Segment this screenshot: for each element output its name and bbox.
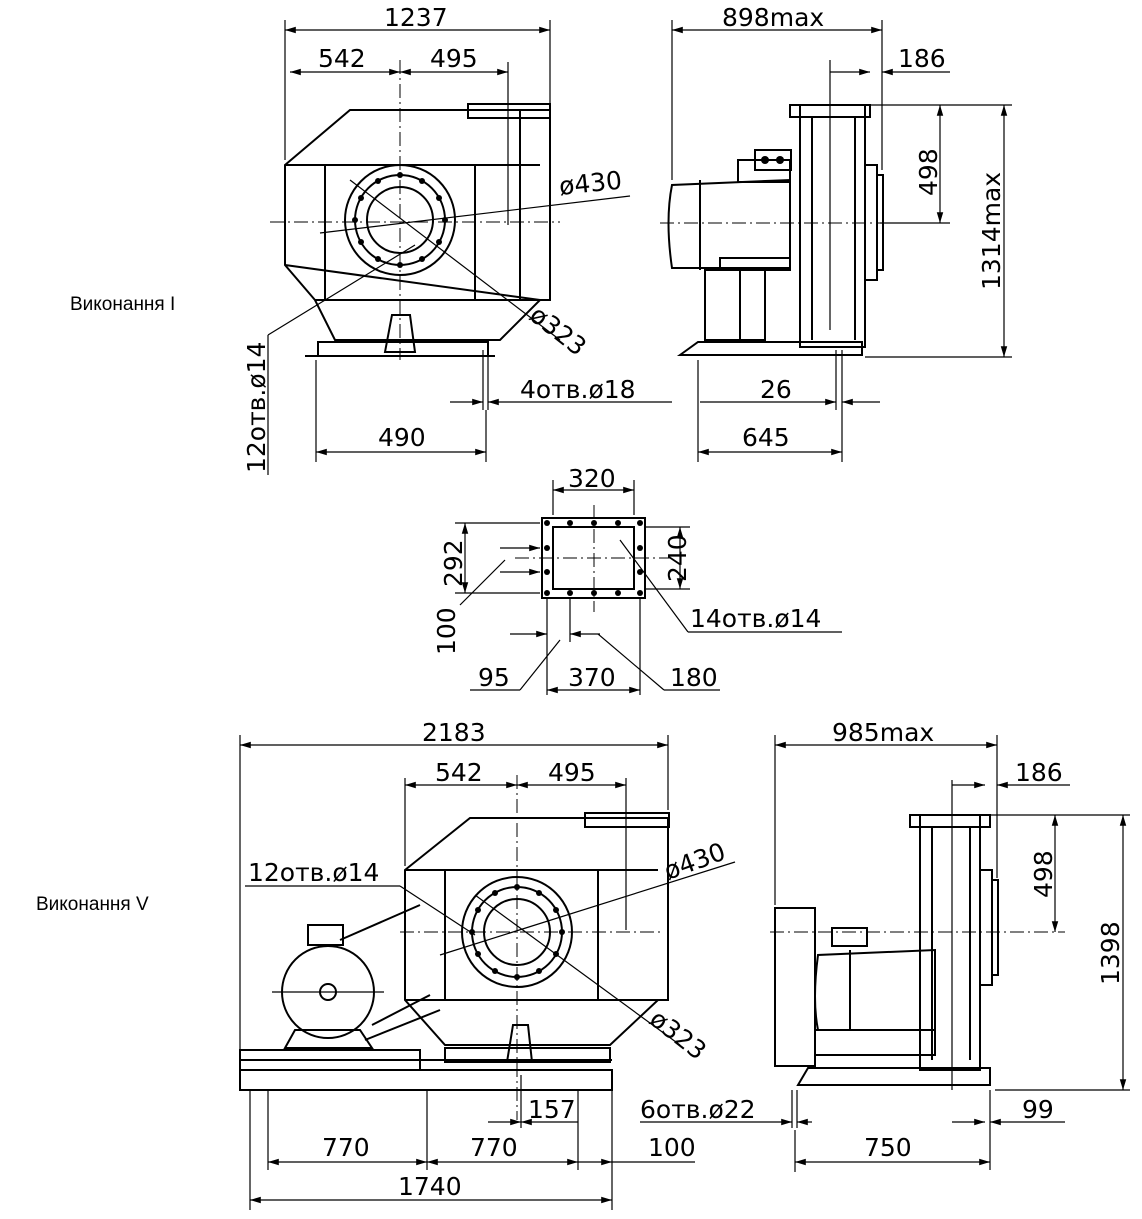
- fan-casing-outline: [284, 109, 551, 341]
- terminal-box: [754, 149, 792, 171]
- dim-95: 95: [478, 663, 510, 692]
- flange-bolt-holes-14: [544, 520, 643, 596]
- side-base-plate: [676, 341, 863, 356]
- dim-100-v: 100: [648, 1133, 696, 1162]
- dim-dia-323: ø323: [524, 300, 592, 362]
- dim-1740: 1740: [398, 1172, 462, 1201]
- dim-186: 186: [898, 44, 946, 73]
- dim-542-v: 542: [435, 758, 483, 787]
- dim-495-v: 495: [548, 758, 596, 787]
- support-leg: [383, 314, 417, 353]
- dim-985max: 985max: [832, 718, 934, 747]
- dim-12-holes-v: 12отв.ø14: [248, 858, 379, 887]
- side-view-variant-5: [770, 780, 1065, 1128]
- dim-157: 157: [528, 1095, 576, 1124]
- dim-495: 495: [430, 44, 478, 73]
- dim-180: 180: [670, 663, 718, 692]
- caption-variant-5: Виконання V: [36, 894, 149, 915]
- dimensions-front-view-1: 1237 542 495 ø430 ø323 12отв.ø14 4отв.ø1…: [242, 3, 672, 473]
- dim-6-holes: 6отв.ø22: [640, 1095, 756, 1124]
- dim-dia-323-v: ø323: [644, 1004, 712, 1066]
- dim-292: 292: [439, 539, 468, 587]
- dim-186-v: 186: [1015, 758, 1063, 787]
- side-base-v: [796, 1067, 991, 1086]
- dim-750: 750: [864, 1133, 912, 1162]
- dim-1398: 1398: [1096, 921, 1125, 985]
- outlet-flange-view: 320 292 240 100 14отв.ø14 95 370 180: [432, 464, 842, 695]
- motor-body-v: [814, 948, 936, 1031]
- dim-14-holes: 14отв.ø14: [690, 604, 821, 633]
- dim-26: 26: [760, 375, 792, 404]
- base-plate: [317, 341, 489, 357]
- dim-498-v: 498: [1029, 850, 1058, 898]
- frame-v: [239, 1069, 613, 1091]
- front-view-variant-1: [267, 60, 631, 475]
- dimensions-side-view-5: 985max 186 498 1398 6отв.ø22 99 750: [640, 718, 1130, 1172]
- dim-770-b: 770: [470, 1133, 518, 1162]
- dim-898max: 898max: [722, 3, 824, 32]
- dim-100: 100: [432, 607, 461, 655]
- side-view-variant-1: [660, 60, 895, 410]
- dimensions-side-view-1: 898max 186 498 1314max 26 645: [671, 3, 1012, 462]
- dim-12-holes: 12отв.ø14: [242, 342, 271, 473]
- dim-240: 240: [663, 534, 692, 582]
- motor-support: [704, 269, 766, 341]
- motor-terminal-box-v: [307, 924, 344, 946]
- dim-490: 490: [378, 423, 426, 452]
- dim-498: 498: [914, 148, 943, 196]
- fan-base-v: [444, 1047, 611, 1063]
- dim-1237: 1237: [384, 3, 448, 32]
- outlet-flange-v: [584, 812, 670, 828]
- dim-770-a: 770: [322, 1133, 370, 1162]
- motor-body: [667, 178, 791, 269]
- dim-4-holes: 4отв.ø18: [520, 375, 636, 404]
- caption-variant-1: Виконання I: [70, 294, 175, 315]
- dim-370: 370: [568, 663, 616, 692]
- dim-dia-430: ø430: [558, 166, 624, 201]
- dim-2183: 2183: [422, 718, 486, 747]
- inlet-bore: [366, 186, 434, 254]
- dim-dia-430-v: ø430: [660, 837, 729, 886]
- dim-99: 99: [1022, 1095, 1054, 1124]
- front-view-variant-5: [239, 775, 736, 1120]
- dim-320: 320: [568, 464, 616, 493]
- dim-645: 645: [742, 423, 790, 452]
- outlet-flange: [467, 103, 551, 119]
- motor-bracket-v: [774, 907, 816, 1067]
- dim-542: 542: [318, 44, 366, 73]
- bolt-holes-12: [352, 172, 448, 268]
- dim-1314max: 1314max: [977, 172, 1006, 290]
